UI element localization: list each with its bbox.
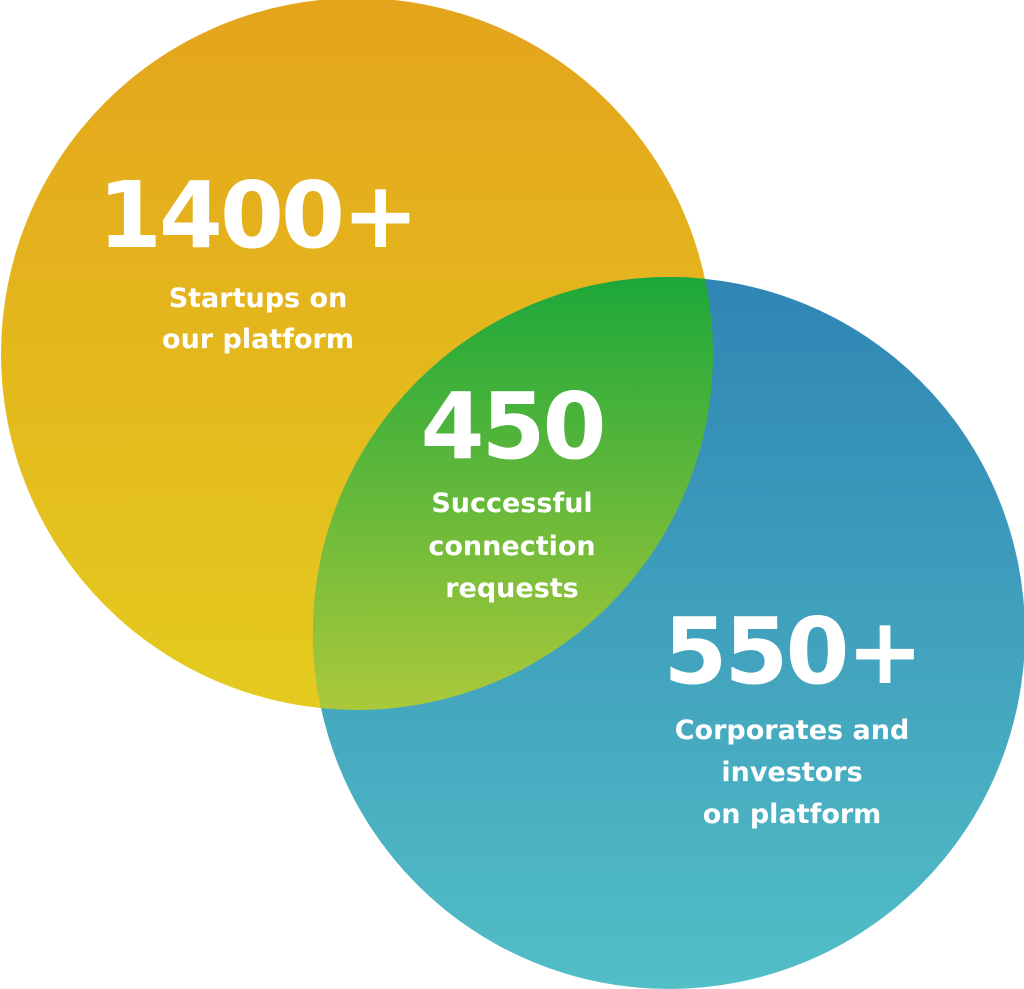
startups-value: 1400+ <box>98 162 416 269</box>
overlap-label-line3: requests <box>445 573 579 604</box>
startups-label-line1: Startups on <box>169 283 348 314</box>
overlap-label-line1: Successful <box>431 488 592 519</box>
corporates-label-line2: investors <box>721 757 862 788</box>
overlap-value: 450 <box>420 373 603 480</box>
startups-label-line2: our platform <box>162 324 354 355</box>
corporates-value: 550+ <box>663 598 920 705</box>
overlap-label-line2: connection <box>428 531 595 562</box>
corporates-label-line3: on platform <box>703 799 882 830</box>
corporates-label-line1: Corporates and <box>675 715 910 746</box>
